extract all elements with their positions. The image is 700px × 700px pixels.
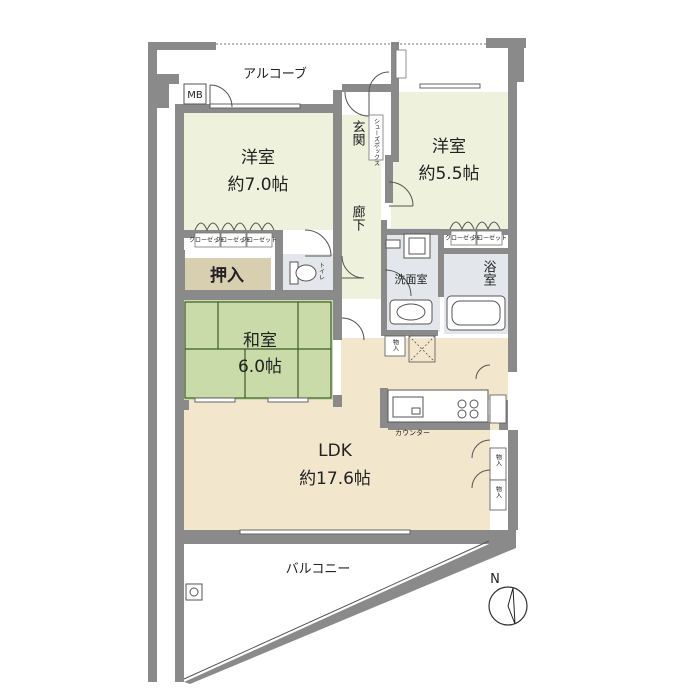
- corridor-label: 廊下: [350, 204, 366, 231]
- bath-label: 浴室: [481, 260, 497, 286]
- closet-boxes: [194, 230, 503, 248]
- balcony-rail: [184, 544, 516, 684]
- western-room-2-name: 洋室: [432, 137, 466, 157]
- storage-label-3: 物入: [495, 485, 502, 498]
- mb-box: [183, 83, 207, 105]
- closet-label-5: クローゼット: [471, 234, 507, 242]
- storage-box-3: [489, 479, 507, 511]
- ldk-size: 約17.6帖: [299, 469, 371, 489]
- alcove-label: アルコーブ: [243, 66, 307, 82]
- oshiire-area: [183, 258, 271, 290]
- ldk-name: LDK: [318, 441, 353, 461]
- counter-label: カウンター: [395, 428, 430, 437]
- bathtub: [446, 295, 506, 331]
- western-room-1-size: 約7.0帖: [227, 175, 288, 195]
- floor-hatch: [408, 335, 436, 363]
- tatami-grid: [184, 301, 332, 399]
- closet-label-3: クローゼット: [241, 236, 277, 244]
- shoebox-alcove: [395, 49, 407, 79]
- corridor-area: [341, 169, 381, 299]
- closet-label-1: クローゼット: [189, 236, 225, 244]
- toilet-fixture: [289, 261, 317, 285]
- ldk-room: [183, 338, 508, 530]
- western-room-1-name: 洋室: [241, 148, 275, 168]
- entrance-label: 玄関: [350, 120, 366, 147]
- closet-label-4: クローゼット: [445, 234, 481, 242]
- shoebox-entrance: [368, 114, 384, 161]
- toilet-label: トイレ: [318, 262, 325, 280]
- storage-box-1: [384, 335, 406, 357]
- japanese-room-size: 6.0帖: [238, 357, 282, 377]
- japanese-room-name: 和室: [243, 331, 277, 351]
- washroom-label: 洗面室: [395, 272, 428, 286]
- western-room-2-size: 約5.5帖: [418, 164, 479, 184]
- closet-label-2: クローゼット: [215, 236, 251, 244]
- door-swings: [209, 71, 491, 489]
- compass-icon: [488, 586, 528, 626]
- storage-label-1: 物入: [392, 338, 399, 351]
- mb-label: MB: [187, 90, 203, 101]
- faucet-box: [185, 583, 203, 601]
- fridge-space: [489, 394, 507, 424]
- balcony-edge: [183, 540, 490, 680]
- faucet-icon: [189, 587, 199, 597]
- balcony-label: バルコニー: [286, 562, 351, 577]
- japanese-room: [183, 300, 333, 400]
- storage-label-2: 物入: [495, 453, 502, 466]
- kitchen-counter: [387, 389, 489, 423]
- north-label: N: [490, 572, 500, 587]
- oshiire-label: 押入: [210, 265, 244, 286]
- washroom-fixtures: [385, 233, 433, 325]
- shoebox-label: シューズボックス: [373, 118, 380, 166]
- western-room-1: [183, 113, 333, 230]
- western-room-2: [391, 92, 508, 229]
